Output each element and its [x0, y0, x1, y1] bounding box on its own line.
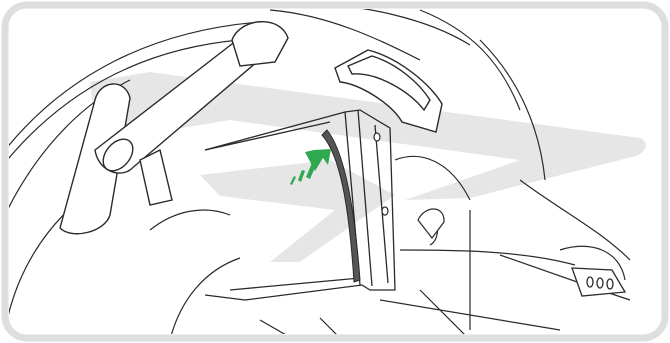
instruction-illustration — [0, 0, 670, 343]
